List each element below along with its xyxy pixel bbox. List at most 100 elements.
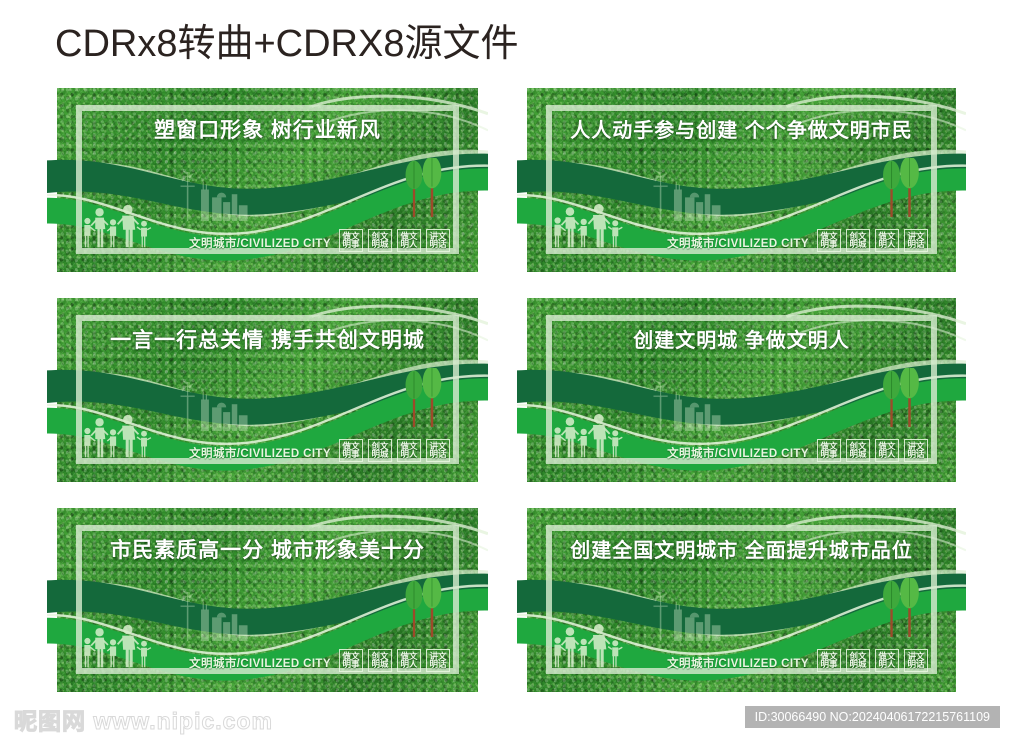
page-title: CDRx8转曲+CDRX8源文件: [55, 23, 519, 65]
slogan-badge-line-top: 创文: [849, 650, 867, 661]
slogan-badge-line-top: 做文: [342, 230, 360, 241]
slogan-badge-line-bottom: 明人: [400, 659, 418, 670]
slogan-badge[interactable]: 讲文 明话: [903, 648, 928, 672]
board-headline: 创建文明城 争做文明人: [633, 330, 850, 352]
slogan-badge-line-bottom: 明事: [342, 239, 360, 250]
board-caption-row: 文明城市/CIVILIZED CITY 做文 明事 创文 明城 做文 明人: [527, 438, 956, 462]
slogan-badge-line-top: 做文: [342, 440, 360, 451]
wall-board[interactable]: 创建全国文明城市 全面提升城市品位 文明城市/CIVILIZED CITY 做文…: [504, 508, 979, 692]
slogan-badge-line-bottom: 明人: [400, 239, 418, 250]
slogan-badge-line-bottom: 明人: [878, 449, 896, 460]
slogan-badge[interactable]: 做文 明事: [338, 438, 363, 462]
slogan-badge[interactable]: 讲文 明话: [903, 228, 928, 252]
slogan-badge[interactable]: 创文 明城: [367, 228, 392, 252]
slogan-badge-line-bottom: 明城: [849, 239, 867, 250]
slogan-badge-line-top: 讲文: [907, 650, 925, 661]
slogan-badge-group: 做文 明事 创文 明城 做文 明人 讲文 明话: [816, 228, 928, 252]
slogan-badge[interactable]: 创文 明城: [367, 438, 392, 462]
board-caption: 文明城市/CIVILIZED CITY: [667, 238, 809, 250]
slogan-badge-line-top: 创文: [849, 230, 867, 241]
slogan-badge-group: 做文 明事 创文 明城 做文 明人 讲文 明话: [816, 648, 928, 672]
slogan-badge-line-top: 讲文: [429, 440, 447, 451]
board-caption: 文明城市/CIVILIZED CITY: [667, 658, 809, 670]
slogan-badge-line-top: 做文: [400, 230, 418, 241]
board-headline: 一言一行总关情 携手共创文明城: [110, 329, 425, 352]
board-caption-row: 文明城市/CIVILIZED CITY 做文 明事 创文 明城 做文 明人: [57, 438, 478, 462]
slogan-badge-line-bottom: 明事: [820, 659, 838, 670]
slogan-badge-line-bottom: 明话: [429, 449, 447, 460]
slogan-badge[interactable]: 做文 明人: [874, 648, 899, 672]
slogan-badge-line-bottom: 明人: [400, 449, 418, 460]
slogan-badge-line-top: 做文: [820, 440, 838, 451]
slogan-badge-line-top: 做文: [820, 230, 838, 241]
slogan-badge[interactable]: 创文 明城: [845, 228, 870, 252]
slogan-badge-group: 做文 明事 创文 明城 做文 明人 讲文 明话: [816, 438, 928, 462]
footer: 昵图网 www.nipic.com ID:30066490 NO:2024040…: [0, 688, 1024, 752]
slogan-badge[interactable]: 做文 明事: [338, 228, 363, 252]
slogan-badge-line-top: 做文: [878, 650, 896, 661]
slogan-badge-line-bottom: 明人: [878, 239, 896, 250]
slogan-badge-line-bottom: 明城: [371, 239, 389, 250]
board-headline: 创建全国文明城市 全面提升城市品位: [570, 540, 913, 562]
slogan-badge[interactable]: 讲文 明话: [903, 438, 928, 462]
slogan-badge[interactable]: 创文 明城: [845, 438, 870, 462]
slogan-badge[interactable]: 做文 明人: [396, 228, 421, 252]
slogan-badge[interactable]: 做文 明人: [874, 438, 899, 462]
slogan-badge-line-top: 讲文: [429, 650, 447, 661]
wall-board[interactable]: 一言一行总关情 携手共创文明城 文明城市/CIVILIZED CITY 做文 明…: [34, 298, 501, 482]
board-headline: 市民素质高一分 城市形象美十分: [110, 539, 425, 562]
board-caption-row: 文明城市/CIVILIZED CITY 做文 明事 创文 明城 做文 明人: [57, 648, 478, 672]
slogan-badge-line-top: 讲文: [907, 440, 925, 451]
slogan-badge-line-bottom: 明话: [907, 659, 925, 670]
slogan-badge-line-bottom: 明城: [371, 449, 389, 460]
wall-board[interactable]: 市民素质高一分 城市形象美十分 文明城市/CIVILIZED CITY 做文 明…: [34, 508, 501, 692]
slogan-badge-line-top: 创文: [371, 230, 389, 241]
slogan-badge-group: 做文 明事 创文 明城 做文 明人 讲文 明话: [338, 438, 450, 462]
slogan-badge-line-top: 创文: [849, 440, 867, 451]
board-caption: 文明城市/CIVILIZED CITY: [189, 448, 331, 460]
slogan-badge[interactable]: 讲文 明话: [425, 438, 450, 462]
wall-board[interactable]: 人人动手参与创建 个个争做文明市民 文明城市/CIVILIZED CITY 做文…: [504, 88, 979, 272]
slogan-badge-line-top: 做文: [400, 650, 418, 661]
slogan-badge[interactable]: 讲文 明话: [425, 648, 450, 672]
slogan-badge[interactable]: 创文 明城: [367, 648, 392, 672]
board-headline: 塑窗口形象 树行业新风: [154, 119, 381, 142]
slogan-badge-line-top: 创文: [371, 650, 389, 661]
slogan-badge-line-top: 讲文: [429, 230, 447, 241]
slogan-badge[interactable]: 创文 明城: [845, 648, 870, 672]
slogan-badge-line-bottom: 明话: [429, 239, 447, 250]
slogan-badge[interactable]: 做文 明事: [338, 648, 363, 672]
slogan-badge-line-top: 做文: [820, 650, 838, 661]
board-caption: 文明城市/CIVILIZED CITY: [667, 448, 809, 460]
slogan-badge-line-top: 讲文: [907, 230, 925, 241]
slogan-badge[interactable]: 做文 明人: [396, 648, 421, 672]
board-caption: 文明城市/CIVILIZED CITY: [189, 238, 331, 250]
wall-board[interactable]: 塑窗口形象 树行业新风 文明城市/CIVILIZED CITY 做文 明事 创文…: [34, 88, 501, 272]
slogan-badge-line-bottom: 明事: [820, 239, 838, 250]
slogan-badge-line-bottom: 明事: [342, 449, 360, 460]
slogan-badge-line-bottom: 明城: [849, 659, 867, 670]
slogan-badge-line-bottom: 明话: [907, 239, 925, 250]
slogan-badge-line-top: 做文: [878, 230, 896, 241]
slogan-badge-line-top: 做文: [400, 440, 418, 451]
board-headline: 人人动手参与创建 个个争做文明市民: [570, 120, 913, 142]
slogan-badge-line-bottom: 明话: [907, 449, 925, 460]
site-watermark-logo: 昵图网 www.nipic.com: [14, 708, 273, 735]
slogan-badge[interactable]: 做文 明事: [816, 228, 841, 252]
asset-id-chip: ID:30066490 NO:20240406172215761109: [744, 706, 1000, 728]
slogan-badge-line-bottom: 明人: [878, 659, 896, 670]
slogan-badge[interactable]: 做文 明人: [874, 228, 899, 252]
board-caption-row: 文明城市/CIVILIZED CITY 做文 明事 创文 明城 做文 明人: [527, 228, 956, 252]
slogan-badge-line-top: 创文: [371, 440, 389, 451]
slogan-badge[interactable]: 讲文 明话: [425, 228, 450, 252]
slogan-badge-line-bottom: 明事: [820, 449, 838, 460]
slogan-badge-line-bottom: 明事: [342, 659, 360, 670]
slogan-badge[interactable]: 做文 明事: [816, 648, 841, 672]
slogan-badge-group: 做文 明事 创文 明城 做文 明人 讲文 明话: [338, 648, 450, 672]
slogan-badge[interactable]: 做文 明事: [816, 438, 841, 462]
wall-board[interactable]: 创建文明城 争做文明人 文明城市/CIVILIZED CITY 做文 明事 创文…: [504, 298, 979, 482]
slogan-badge[interactable]: 做文 明人: [396, 438, 421, 462]
slogan-badge-line-top: 做文: [878, 440, 896, 451]
board-caption: 文明城市/CIVILIZED CITY: [189, 658, 331, 670]
slogan-badge-line-bottom: 明话: [429, 659, 447, 670]
